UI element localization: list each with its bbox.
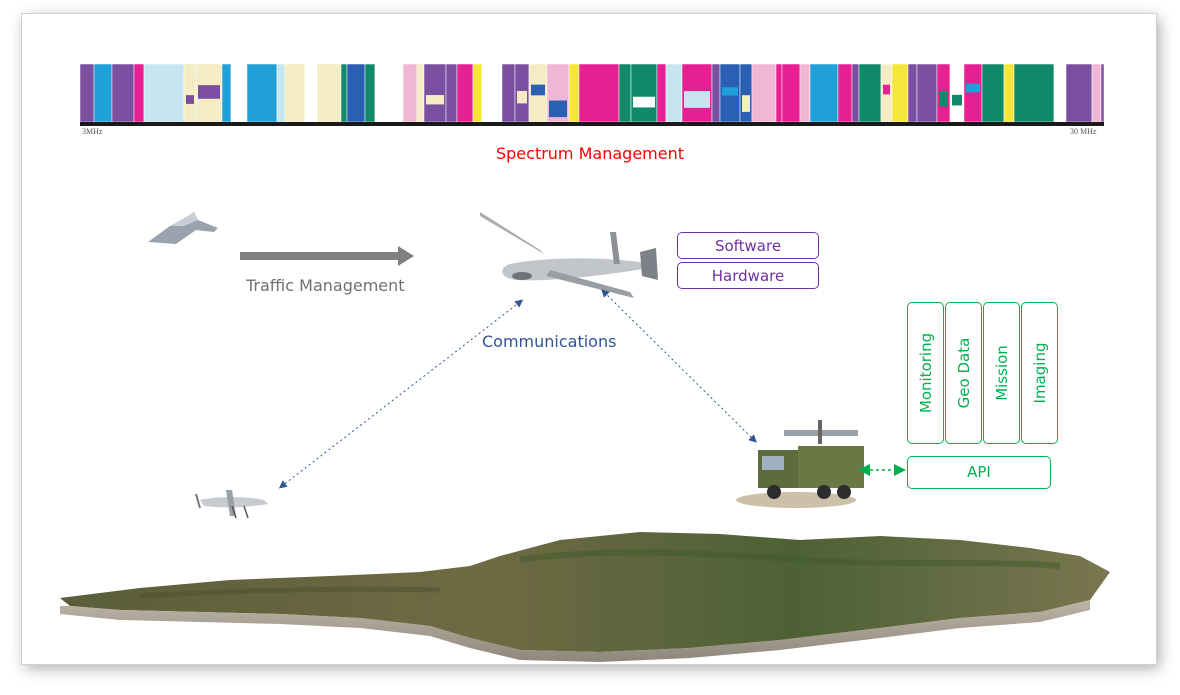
uav-drone-icon	[195, 490, 268, 519]
spectrum-left-label: 3MHz	[82, 127, 103, 136]
comm-link-ground-station	[601, 289, 757, 443]
spectrum-band	[1013, 63, 1055, 123]
spectrum-band	[751, 63, 777, 123]
traffic-management-label: Traffic Management	[246, 276, 405, 295]
spectrum-management-title: Spectrum Management	[495, 144, 684, 163]
communications-label: Communications	[482, 332, 617, 351]
spectrum-sub-band	[952, 94, 962, 106]
spectrum-sub-band	[233, 84, 245, 97]
geo-data-label: Geo Data	[954, 337, 973, 409]
spectrum-sub-band	[722, 87, 738, 96]
spectrum-sub-band	[186, 95, 194, 104]
spectrum-sub-band	[549, 100, 567, 118]
spectrum-sub-band	[939, 91, 948, 107]
spectrum-sub-band	[883, 84, 890, 95]
spectrum-sub-band	[633, 96, 655, 108]
spectrum-sub-band	[426, 95, 444, 105]
spectrum-sub-band	[517, 91, 527, 104]
spectrum-sub-band	[966, 83, 980, 93]
traffic-arrow	[240, 246, 414, 266]
spectrum-sub-band	[684, 91, 710, 108]
spectrum-allocation-chart: 3MHz 30 MHz	[80, 63, 1104, 136]
geo-data-box: Geo Data	[945, 302, 982, 444]
imaging-box: Imaging	[1021, 302, 1058, 444]
comm-link-low-drone	[278, 299, 524, 489]
terrain-map-icon	[60, 532, 1110, 662]
imaging-label: Imaging	[1030, 342, 1049, 404]
stealth-drone-icon	[148, 212, 218, 244]
spectrum-band	[246, 63, 278, 123]
hardware-box: Hardware	[677, 262, 819, 289]
spectrum-right-label: 30 MHz	[1070, 127, 1097, 136]
uav-drone-icon	[480, 212, 658, 298]
api-box: API	[907, 456, 1051, 489]
spectrum-band	[578, 63, 620, 123]
spectrum-baseline	[80, 122, 1104, 126]
spectrum-band	[316, 63, 342, 123]
spectrum-sub-band	[531, 84, 545, 96]
spectrum-band	[809, 63, 839, 123]
spectrum-sub-band	[198, 85, 220, 99]
monitoring-label: Monitoring	[916, 332, 935, 414]
spectrum-sub-band	[742, 95, 750, 112]
spectrum-bands	[80, 63, 1104, 123]
mission-label: Mission	[992, 345, 1011, 401]
mission-box: Mission	[983, 302, 1020, 444]
spectrum-band	[1065, 63, 1093, 123]
software-box: Software	[677, 232, 819, 259]
ground-control-truck-icon	[736, 420, 864, 508]
monitoring-box: Monitoring	[907, 302, 944, 444]
